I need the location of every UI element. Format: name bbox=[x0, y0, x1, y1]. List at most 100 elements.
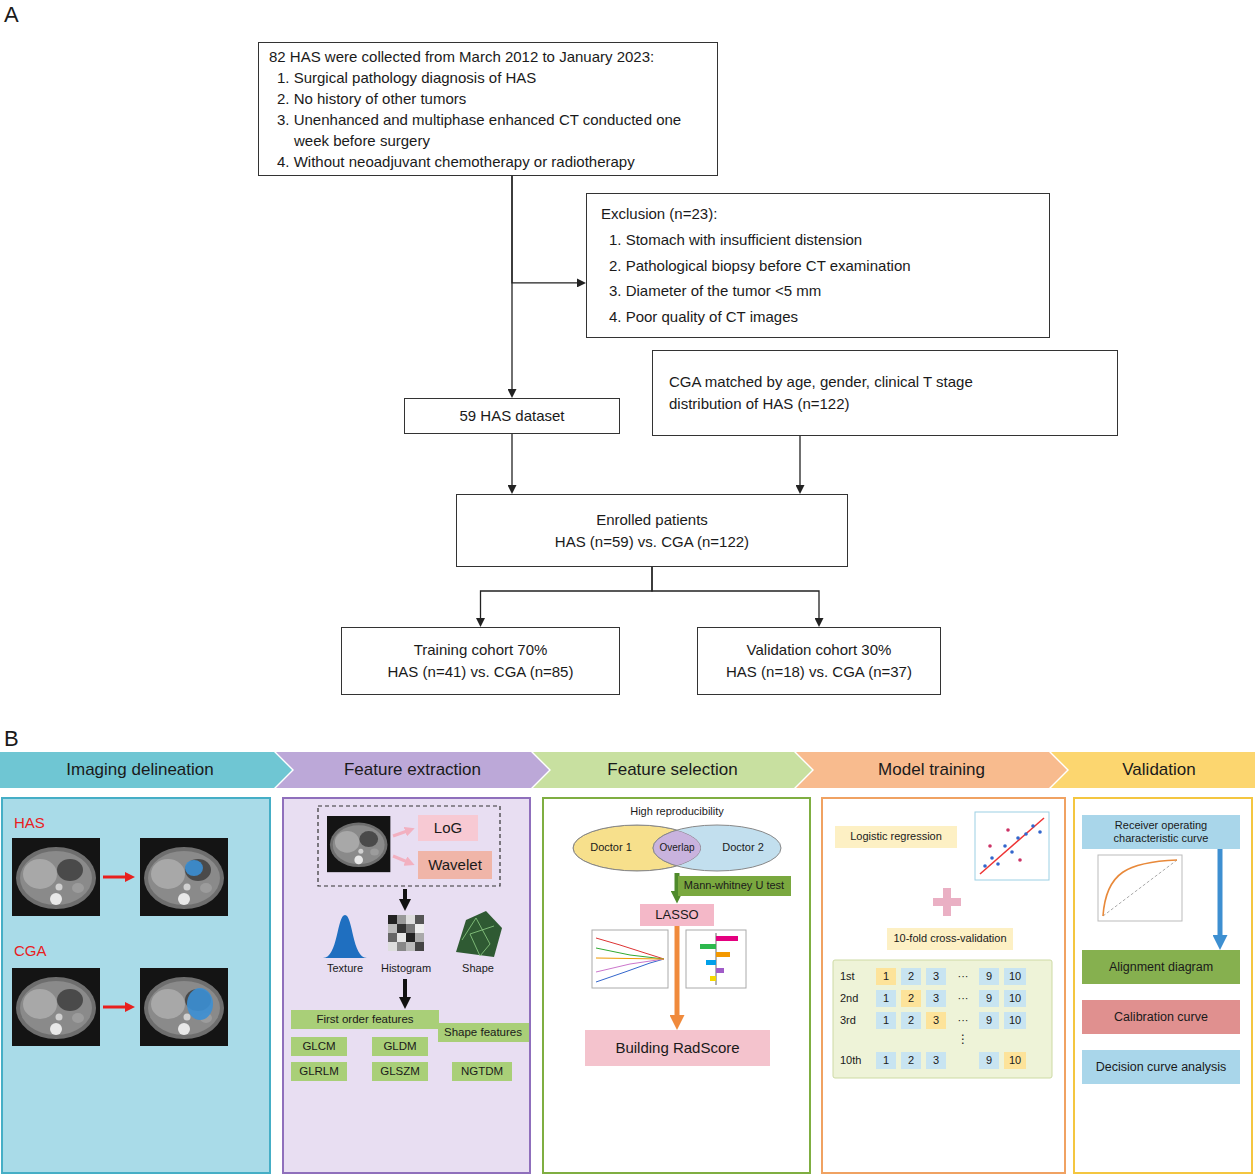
stage-chevron: Feature extraction bbox=[276, 752, 549, 788]
table-cell: 1 bbox=[876, 1012, 896, 1029]
box-subtext: 1. Surgical pathology diagnosis of HAS bbox=[277, 67, 707, 88]
box-text: Model training bbox=[878, 760, 985, 780]
table-cell: 2 bbox=[901, 968, 921, 985]
exclusion-box: Exclusion (n=23):1. Stomach with insuffi… bbox=[586, 193, 1050, 338]
model-training-art bbox=[996, 862, 1000, 866]
venn-overlap bbox=[573, 825, 781, 871]
feature-extraction-art bbox=[323, 915, 367, 958]
table-cell: 2 bbox=[901, 1012, 921, 1029]
roc-curve-art bbox=[1098, 855, 1182, 921]
annotation-text: High reproducibility bbox=[630, 805, 724, 818]
flow-connector bbox=[481, 567, 653, 620]
table-cell: 9 bbox=[979, 1052, 999, 1069]
table-cell: ··· bbox=[951, 968, 975, 985]
model-training-art bbox=[988, 844, 992, 848]
panel-letter: A bbox=[4, 2, 19, 27]
box-text: Building RadScore bbox=[615, 1039, 739, 1057]
histogram-icon bbox=[415, 915, 424, 924]
histogram-icon bbox=[415, 924, 424, 933]
criteria-box: 82 HAS were collected from March 2012 to… bbox=[258, 42, 718, 176]
annotation-text: CGA bbox=[14, 942, 47, 959]
ct-delineation bbox=[140, 968, 228, 1046]
result-box: Building RadScore bbox=[585, 1030, 770, 1066]
table-cell: 1 bbox=[876, 1052, 896, 1069]
box-subtext: 3. Unenhanced and multiphase enhanced CT… bbox=[277, 109, 707, 151]
shape-icon bbox=[456, 911, 502, 957]
panel-frame bbox=[1074, 798, 1252, 1173]
feature-extraction-art bbox=[318, 806, 502, 1003]
histogram-icon bbox=[397, 942, 406, 951]
annotation-text: Texture bbox=[327, 962, 363, 975]
stage-chevron: Imaging delineation bbox=[0, 752, 292, 788]
stage-chevron: Validation bbox=[1051, 752, 1255, 788]
table-cell: 10 bbox=[1004, 968, 1026, 985]
venn-overlap bbox=[653, 825, 781, 871]
panel-frame bbox=[543, 798, 810, 1173]
panel-frame bbox=[822, 798, 1065, 1173]
model-training-art bbox=[943, 888, 951, 916]
roc-curve-art bbox=[1103, 860, 1177, 916]
shape-icon bbox=[462, 918, 494, 956]
ct-delineation bbox=[12, 838, 228, 1046]
annotation-text: Overlap bbox=[659, 842, 694, 854]
model-training-art bbox=[1018, 858, 1022, 862]
box-text: First order features bbox=[316, 1013, 413, 1027]
panel-frame bbox=[2, 798, 270, 1173]
feature-class-box: GLSZM bbox=[372, 1062, 428, 1081]
box-subtext: 3. Diameter of the tumor <5 mm bbox=[609, 278, 1035, 304]
flow-connector bbox=[675, 926, 680, 1018]
histogram-icon bbox=[406, 924, 415, 933]
box-text: Feature extraction bbox=[344, 760, 481, 780]
model-training-art bbox=[990, 856, 994, 860]
feature-selection-art bbox=[596, 959, 664, 982]
feature-extraction-art bbox=[403, 889, 407, 905]
table-cell: 3 bbox=[926, 990, 946, 1007]
histogram-icon bbox=[388, 915, 424, 951]
output-box: Decision curve analysis bbox=[1082, 1050, 1240, 1084]
enrolled-box: Enrolled patientsHAS (n=59) vs. CGA (n=1… bbox=[456, 494, 848, 567]
annotation-text: Histogram bbox=[381, 962, 431, 975]
histogram-icon bbox=[406, 933, 415, 942]
table-cell: 3 bbox=[926, 1052, 946, 1069]
chevron-shape bbox=[276, 752, 549, 788]
box-subtext: 4. Poor quality of CT images bbox=[609, 304, 1035, 330]
feature-extraction-art bbox=[327, 816, 390, 872]
panel-frame bbox=[2, 798, 1252, 1173]
box-subtext: 2. Pathological biopsy before CT examina… bbox=[609, 253, 1035, 279]
table-cell: 2 bbox=[901, 1052, 921, 1069]
model-training-art bbox=[975, 812, 1049, 880]
feature-selection-art bbox=[592, 930, 668, 988]
flow-connector bbox=[799, 436, 800, 487]
feature-class-box: Shape features bbox=[438, 1023, 529, 1042]
model-training-art bbox=[1003, 844, 1007, 848]
table-cell: 9 bbox=[979, 1012, 999, 1029]
histogram-icon bbox=[415, 942, 424, 951]
feature-extraction-art bbox=[393, 830, 410, 836]
model-training-art bbox=[980, 818, 1044, 874]
filter-box: LoG bbox=[418, 815, 478, 841]
model-training-art bbox=[833, 812, 1052, 1078]
table-cell: 10 bbox=[1004, 1052, 1026, 1069]
box-text: 10-fold cross-validation bbox=[893, 932, 1006, 945]
feature-selection-art bbox=[596, 959, 664, 972]
annotation-text: Shape bbox=[462, 962, 494, 975]
table-cell: 9 bbox=[979, 990, 999, 1007]
box-text: LASSO bbox=[655, 907, 698, 923]
filter-box: Wavelet bbox=[418, 851, 492, 879]
feature-selection-art bbox=[596, 948, 664, 959]
box-text: Receiver operating characteristic curve bbox=[1088, 819, 1234, 844]
stage-chevron: Feature selection bbox=[533, 752, 812, 788]
box-text: 59 HAS dataset bbox=[459, 407, 564, 425]
chevron-shape bbox=[533, 752, 812, 788]
box-text: Calibration curve bbox=[1114, 1010, 1208, 1025]
flow-connector bbox=[512, 176, 579, 283]
box-text: CGA matched by age, gender, clinical T s… bbox=[669, 371, 1049, 416]
table-cell: 2 bbox=[901, 990, 921, 1007]
feature-selection-art bbox=[716, 968, 724, 973]
flow-connector bbox=[511, 434, 512, 487]
feature-class-box: First order features bbox=[291, 1010, 439, 1029]
method-box: 10-fold cross-validation bbox=[887, 928, 1013, 950]
box-text: Decision curve analysis bbox=[1096, 1060, 1227, 1075]
